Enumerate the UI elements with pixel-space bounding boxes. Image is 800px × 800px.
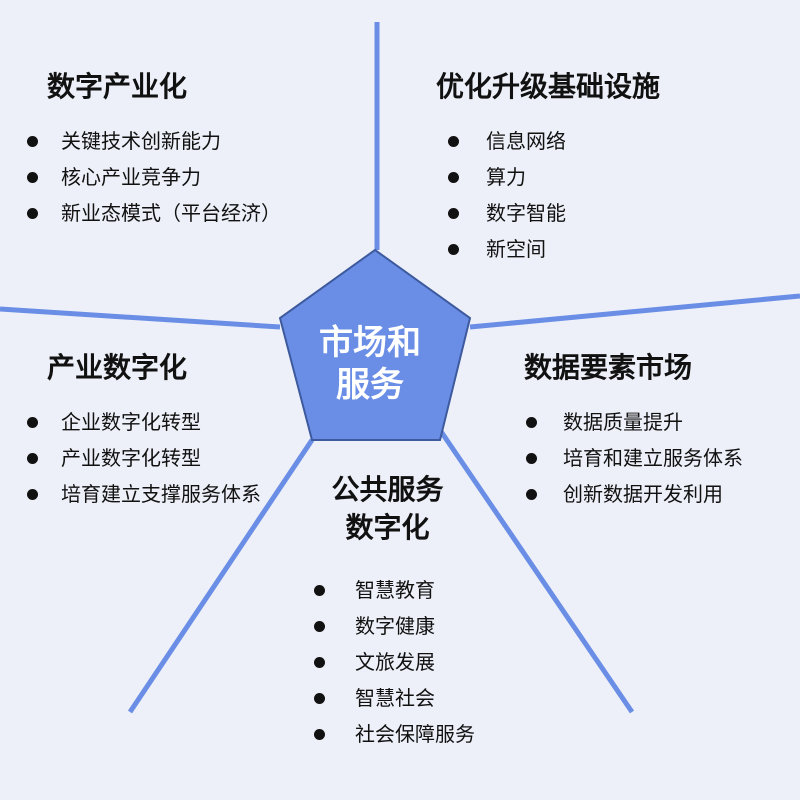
bullet-icon	[314, 621, 325, 632]
list-item-label: 创新数据开发利用	[563, 482, 723, 506]
list-item-label: 培育和建立服务体系	[563, 446, 743, 470]
connector-line-bottom-left	[127, 438, 315, 714]
list-item: 社会保障服务	[308, 721, 588, 747]
center-pentagon	[278, 248, 472, 441]
list-item: 培育和建立服务体系	[512, 445, 782, 471]
bullet-icon	[314, 585, 325, 596]
bullet-icon	[526, 489, 537, 500]
section-digital-industrialization: 数字产业化 关键技术创新能力 核心产业竞争力 新业态模式（平台经济）	[24, 68, 324, 236]
connector-line-right	[469, 293, 800, 330]
list-item: 新空间	[436, 236, 776, 262]
list-item: 智慧教育	[308, 577, 588, 603]
section-list: 企业数字化转型 产业数字化转型 培育建立支撑服务体系	[24, 409, 284, 507]
bullet-icon	[526, 417, 537, 428]
list-item-label: 社会保障服务	[355, 722, 475, 746]
list-item: 数字健康	[308, 613, 588, 639]
list-item-label: 智慧教育	[355, 578, 435, 602]
list-item-label: 关键技术创新能力	[61, 129, 221, 153]
section-infrastructure-upgrade: 优化升级基础设施 信息网络 算力 数字智能 新空间	[436, 68, 776, 272]
section-industrial-digitalization: 产业数字化 企业数字化转型 产业数字化转型 培育建立支撑服务体系	[24, 349, 284, 517]
list-item-label: 企业数字化转型	[61, 410, 201, 434]
list-item-label: 文旅发展	[355, 650, 435, 674]
list-item-label: 算力	[486, 165, 526, 189]
center-label-line2: 服务	[336, 365, 404, 405]
bullet-icon	[314, 657, 325, 668]
bullet-icon	[448, 136, 459, 147]
list-item-label: 核心产业竞争力	[61, 165, 201, 189]
section-title: 数字产业化	[47, 70, 188, 103]
list-item-label: 数据质量提升	[563, 410, 683, 434]
list-item: 创新数据开发利用	[512, 481, 782, 507]
list-item: 信息网络	[436, 128, 776, 154]
list-item: 企业数字化转型	[24, 409, 284, 435]
section-list: 智慧教育 数字健康 文旅发展 智慧社会 社会保障服务	[300, 577, 580, 747]
section-list: 信息网络 算力 数字智能 新空间	[436, 128, 776, 262]
list-item: 产业数字化转型	[24, 445, 284, 471]
list-item-label: 培育建立支撑服务体系	[61, 482, 261, 506]
bullet-icon	[27, 136, 38, 147]
connector-line-bottom-right	[437, 428, 635, 714]
bullet-icon	[526, 453, 537, 464]
bullet-icon	[27, 489, 38, 500]
connector-line-left	[0, 306, 281, 330]
center-label: 市场和 服务	[300, 322, 440, 406]
list-item-label: 数字智能	[486, 201, 566, 225]
section-list: 关键技术创新能力 核心产业竞争力 新业态模式（平台经济）	[24, 128, 324, 226]
list-item: 培育建立支撑服务体系	[24, 481, 284, 507]
list-item-label: 智慧社会	[355, 686, 435, 710]
bullet-icon	[27, 172, 38, 183]
bullet-icon	[448, 244, 459, 255]
bullet-icon	[27, 453, 38, 464]
list-item-label: 数字健康	[355, 614, 435, 638]
list-item: 关键技术创新能力	[24, 128, 324, 154]
list-item-label: 新业态模式（平台经济）	[61, 201, 281, 225]
bullet-icon	[27, 417, 38, 428]
section-title: 数据要素市场	[524, 351, 693, 384]
bullet-icon	[448, 208, 459, 219]
bullet-icon	[448, 172, 459, 183]
section-list: 数据质量提升 培育和建立服务体系 创新数据开发利用	[524, 409, 794, 507]
bullet-icon	[314, 729, 325, 740]
section-title: 优化升级基础设施	[436, 70, 661, 103]
section-data-element-market: 数据要素市场 数据质量提升 培育和建立服务体系 创新数据开发利用	[524, 349, 794, 517]
list-item-label: 信息网络	[486, 129, 566, 153]
section-title: 产业数字化	[47, 351, 188, 384]
list-item: 新业态模式（平台经济）	[24, 200, 324, 226]
section-title-line2: 数字化	[345, 511, 430, 544]
section-title: 公共服务 数字化	[300, 471, 475, 547]
list-item: 智慧社会	[308, 685, 588, 711]
list-item: 文旅发展	[308, 649, 588, 675]
list-item-label: 产业数字化转型	[61, 446, 201, 470]
list-item: 算力	[436, 164, 776, 190]
list-item: 数据质量提升	[512, 409, 782, 435]
bullet-icon	[314, 693, 325, 704]
center-label-line1: 市场和	[319, 323, 421, 363]
list-item-label: 新空间	[486, 237, 546, 261]
bullet-icon	[27, 208, 38, 219]
list-item: 核心产业竞争力	[24, 164, 324, 190]
list-item: 数字智能	[436, 200, 776, 226]
section-public-service-digitalization: 公共服务 数字化 智慧教育 数字健康 文旅发展 智慧社会 社会保障服务	[300, 471, 580, 757]
section-title-line1: 公共服务	[331, 473, 444, 506]
